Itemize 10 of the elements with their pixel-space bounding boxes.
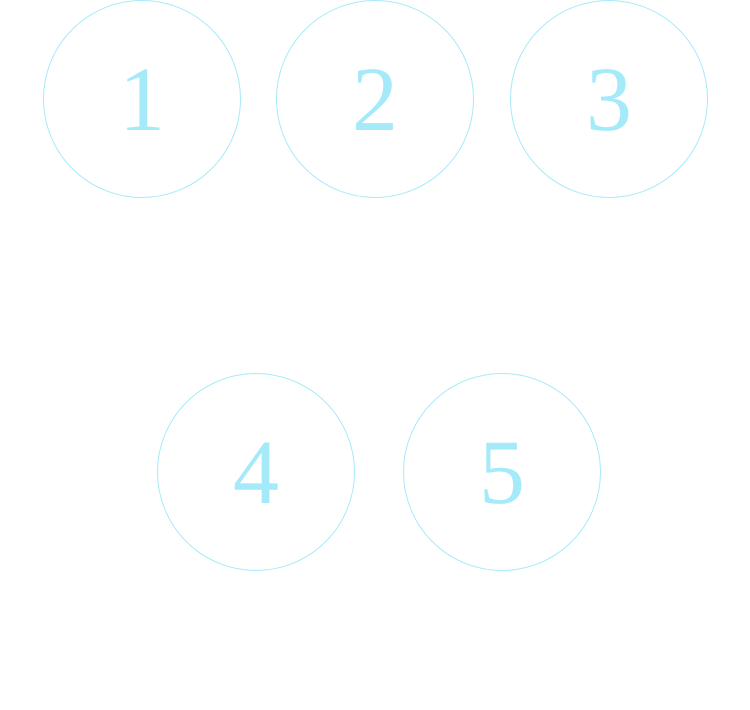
number-label: 5 [479,426,525,518]
number-label: 1 [119,53,165,145]
number-label: 4 [233,426,279,518]
circle-node [403,373,601,571]
circle-node [276,0,474,198]
circle-node [157,373,355,571]
number-label: 2 [352,53,398,145]
circle-node [43,0,241,198]
circle-node [510,0,708,198]
number-label: 3 [586,53,632,145]
